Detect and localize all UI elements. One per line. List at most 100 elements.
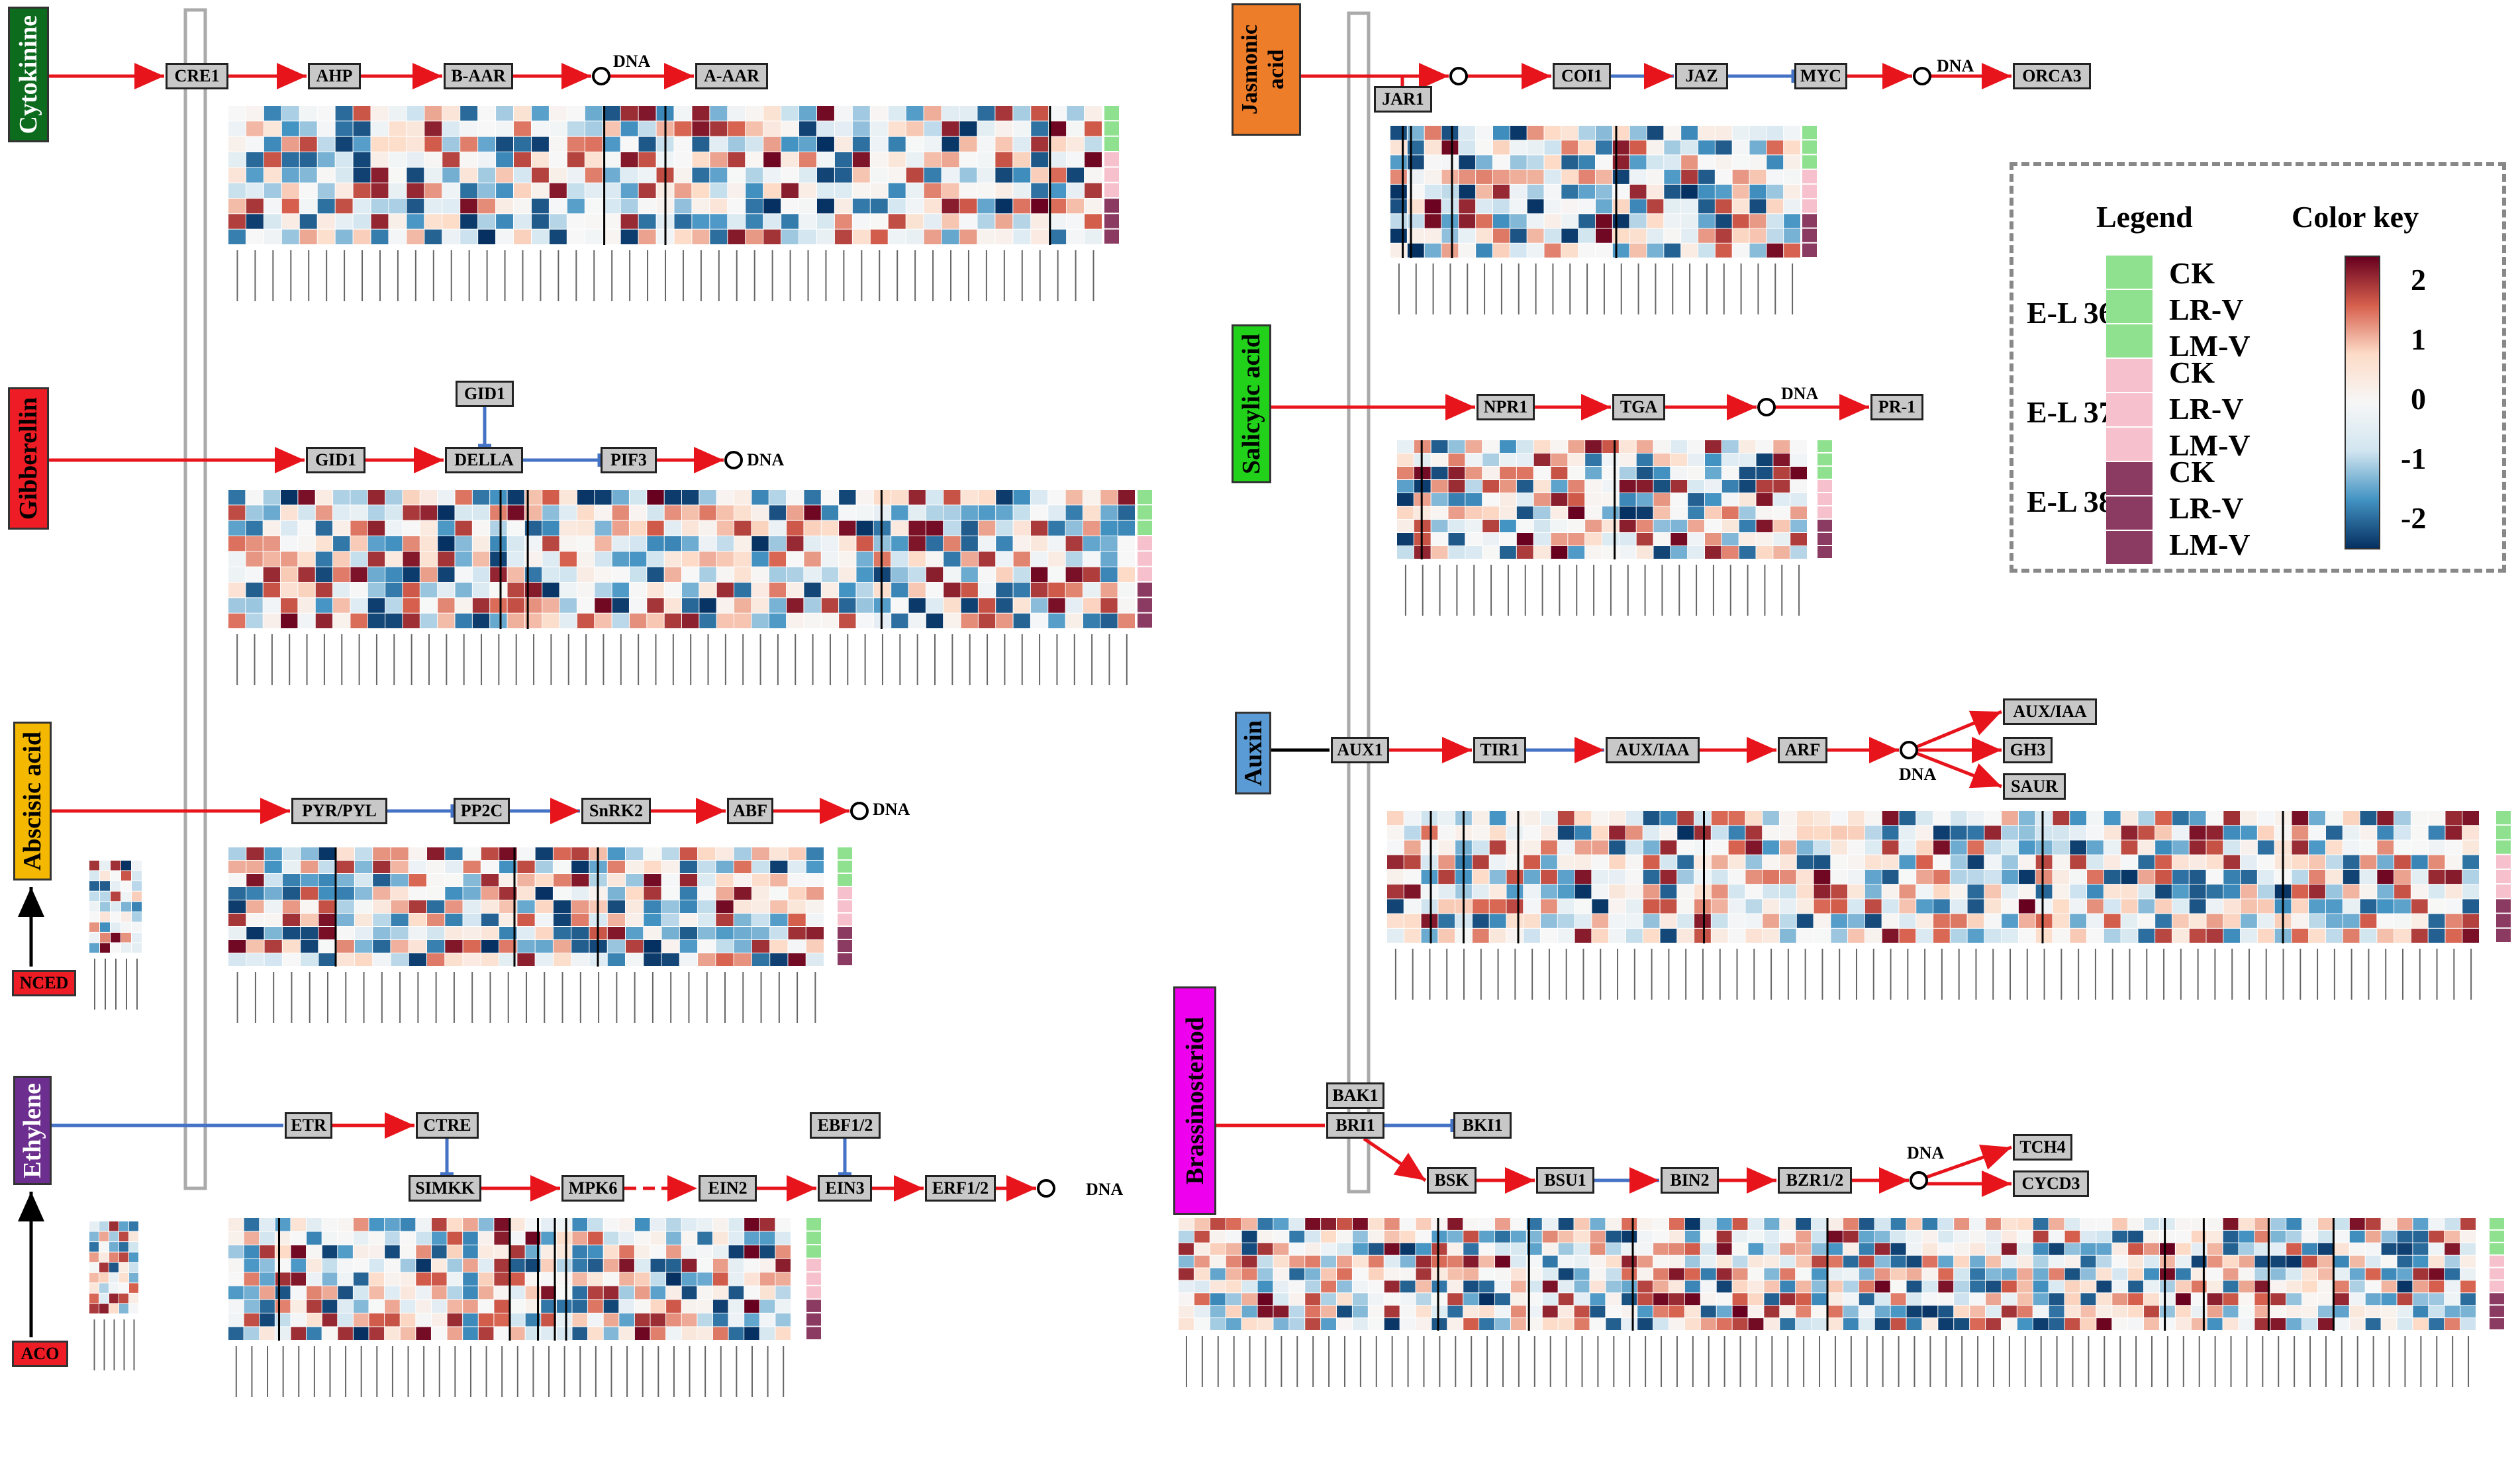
- gene-etr: ETR: [285, 1112, 332, 1139]
- gene-jar1: JAR1: [1374, 86, 1432, 113]
- gene-snrk2: SnRK2: [581, 798, 651, 824]
- gene-gid1: GID1: [306, 447, 365, 473]
- heatmap: [1387, 811, 2511, 1000]
- stage-label: E-L 38: [2027, 485, 2114, 518]
- heatmap: [89, 861, 142, 1010]
- treatment-label: LM-V: [2169, 528, 2251, 561]
- gene-cycd3: CYCD3: [2013, 1170, 2089, 1197]
- gene-baar: B-AAR: [444, 63, 513, 89]
- gene-gh3: GH3: [2003, 737, 2053, 763]
- heatmaps: [89, 106, 2511, 1397]
- color-key-tick: 1: [2411, 322, 2426, 356]
- heatmap: [1397, 440, 1832, 616]
- color-key-tick: 0: [2411, 382, 2426, 416]
- gene-abf: ABF: [727, 798, 773, 824]
- dna-circle: [1910, 1171, 1928, 1190]
- gene-mpk6: MPK6: [561, 1175, 624, 1202]
- dna-circle: [850, 802, 869, 820]
- pathway-edge: [1926, 1145, 2012, 1179]
- gene-ebf12: EBF1/2: [810, 1112, 881, 1139]
- gene-npr1: NPR1: [1477, 394, 1535, 420]
- gene-gid1-top: GID1: [456, 381, 514, 407]
- dna-label: DNA: [1899, 765, 1937, 784]
- gene-aux1: AUX1: [1331, 737, 1389, 763]
- pathway-edge: [1363, 1137, 1427, 1182]
- hormone-salicylic: Salicylic acid: [1232, 324, 1271, 483]
- dna-circle: [1900, 741, 1918, 759]
- gene-bsu1: BSU1: [1536, 1167, 1594, 1194]
- gene-jaz: JAZ: [1675, 63, 1728, 89]
- gene-bak1: BAK1: [1326, 1082, 1384, 1109]
- gene-bri1: BRI1: [1326, 1112, 1384, 1139]
- gene-orca3: ORCA3: [2013, 63, 2091, 89]
- gene-bsk: BSK: [1427, 1167, 1477, 1194]
- gene-cre1: CRE1: [166, 63, 228, 89]
- dna-circles: [592, 67, 1931, 1198]
- dna-circle: [1757, 398, 1776, 416]
- precursor-aco: ACO: [12, 1341, 68, 1367]
- gene-bin2: BIN2: [1661, 1167, 1719, 1194]
- dna-label: DNA: [1937, 56, 1974, 75]
- treatment-label: CK: [2169, 356, 2215, 389]
- membrane-right: [1347, 11, 1371, 1194]
- dna-circle: [1449, 67, 1468, 85]
- treatment-label: LM-V: [2169, 428, 2251, 462]
- color-key-tick: -1: [2401, 442, 2427, 475]
- gene-pyr: PYR/PYL: [291, 798, 387, 824]
- gene-coi1: COI1: [1553, 63, 1611, 89]
- gene-ein3: EIN3: [818, 1175, 872, 1202]
- gene-auxiaa: AUX/IAA: [1606, 737, 1700, 763]
- heatmap: [1390, 126, 1817, 314]
- dna-label: DNA: [873, 800, 910, 819]
- treatment-label: CK: [2169, 455, 2215, 489]
- gene-myc: MYC: [1794, 63, 1847, 89]
- color-key-bar: [2345, 256, 2380, 549]
- gene-saur: SAUR: [2003, 773, 2066, 800]
- dna-label: DNA: [747, 450, 785, 469]
- gene-ahp: AHP: [308, 63, 361, 89]
- gene-pp2c: PP2C: [454, 798, 510, 824]
- hormone-ethylene: Ethylene: [13, 1076, 52, 1185]
- stage-label: E-L 36: [2027, 296, 2114, 330]
- gene-tch4: TCH4: [2013, 1134, 2072, 1161]
- gene-pr1: PR-1: [1870, 394, 1923, 420]
- gene-pif3: PIF3: [601, 447, 657, 473]
- legend-swatches: [2106, 256, 2153, 564]
- treatment-label: CK: [2169, 256, 2215, 290]
- dna-circle: [1037, 1179, 1055, 1198]
- pathway-arrows: [17, 63, 2012, 1337]
- heatmap: [1179, 1218, 2504, 1387]
- gene-tir1: TIR1: [1473, 737, 1526, 763]
- pathway-edge: [1916, 751, 2002, 788]
- membrane-left: [183, 8, 207, 1190]
- hormone-jasmonic: Jasmonic acid: [1232, 3, 1301, 136]
- gene-ein2: EIN2: [699, 1175, 757, 1202]
- heatmap: [228, 106, 1119, 301]
- hormone-cytokinine: Cytokinine: [8, 7, 49, 142]
- gene-arf: ARF: [1778, 737, 1827, 763]
- treatment-label: LR-V: [2169, 491, 2244, 525]
- stage-label: E-L 37: [2027, 395, 2114, 429]
- gene-tga: TGA: [1612, 394, 1665, 420]
- treatment-label: LM-V: [2169, 329, 2251, 363]
- treatment-label: LR-V: [2169, 392, 2244, 426]
- dna-label: DNA: [1907, 1143, 1945, 1163]
- dna-label: DNA: [1781, 384, 1819, 403]
- hormone-brassino: Brassinosteriod: [1173, 986, 1216, 1215]
- dna-circle: [592, 67, 610, 85]
- dna-label: DNA: [613, 52, 651, 71]
- treatment-label: LR-V: [2169, 293, 2244, 326]
- hormone-abscisic: Abscisic acid: [13, 722, 52, 880]
- hormone-auxin: Auxin: [1235, 712, 1271, 794]
- precursor-nced: NCED: [12, 970, 76, 996]
- legend-title: Legend: [2096, 200, 2193, 234]
- color-key-tick: -2: [2401, 501, 2427, 535]
- gene-ctre: CTRE: [416, 1112, 479, 1139]
- dna-label: DNA: [1086, 1180, 1124, 1199]
- gene-simkk: SIMKK: [409, 1175, 481, 1202]
- hormone-gibberellin: Gibberellin: [8, 387, 49, 530]
- heatmap: [89, 1221, 138, 1370]
- legend-panel: Legend Color key E-L 36 E-L 37 E-L 38 CK…: [2010, 162, 2506, 573]
- dna-circle: [1913, 67, 1931, 85]
